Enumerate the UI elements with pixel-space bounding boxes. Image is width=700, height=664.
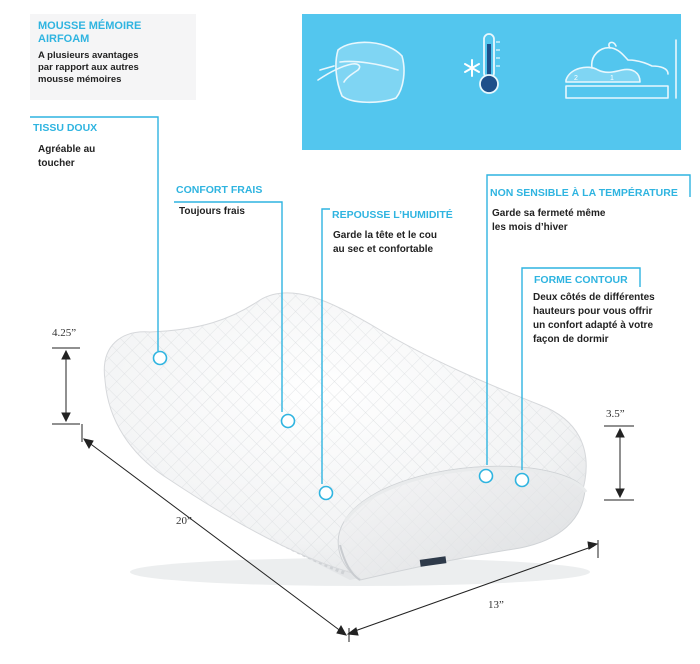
intro-text-line-1: A plusieurs avantages [38, 50, 139, 61]
feature-temperature-line-1: Garde sa fermeté même [492, 208, 606, 219]
intro-title-line-1: MOUSSE MÉMOIRE [38, 20, 142, 32]
feature-temperature-desc: Garde sa fermeté même les mois d’hiver [492, 207, 605, 235]
callout-dot-moisture [318, 485, 334, 501]
intro-text-line-3: mousse mémoires [38, 74, 122, 85]
feature-contour-line-1: Deux côtés de différentes [533, 292, 655, 303]
pillow [103, 292, 590, 586]
dimension-height-low: 3.5” [606, 408, 625, 420]
callout-dot-soft [152, 350, 168, 366]
intro-title-line-2: AIRFOAM [38, 33, 90, 45]
callout-dot-cool [280, 413, 296, 429]
intro-title: MOUSSE MÉMOIRE AIRFOAM [38, 20, 188, 46]
feature-soft-line-2: toucher [38, 158, 75, 169]
feature-cool-desc: Toujours frais [179, 205, 245, 219]
dimension-lines [52, 347, 634, 642]
feature-temperature-label: NON SENSIBLE À LA TEMPÉRATURE [490, 187, 678, 199]
callout-lines [30, 116, 691, 484]
feature-soft-label: TISSU DOUX [33, 122, 98, 134]
intro-box [30, 14, 196, 100]
icon-side-label-1: 1 [610, 75, 614, 82]
callout-line-cool [174, 201, 283, 412]
callout-dot-temperature [478, 468, 494, 484]
callout-dots [152, 350, 530, 501]
hand-on-pillow-icon [317, 41, 405, 104]
feature-contour-desc: Deux côtés de différentes hauteurs pour … [533, 291, 655, 347]
feature-moisture-line-2: au sec et confortable [333, 244, 434, 255]
feature-contour-label: FORME CONTOUR [534, 274, 628, 286]
feature-moisture-line-1: Garde la tête et le cou [333, 230, 437, 241]
snowflake-thermometer-icon [464, 33, 500, 94]
feature-moisture-desc: Garde la tête et le cou au sec et confor… [333, 229, 437, 257]
callout-line-temperature [486, 174, 691, 465]
dimension-width: 13” [488, 599, 504, 611]
callout-line-moisture [321, 208, 330, 484]
intro-text-line-2: par rapport aux autres [38, 62, 139, 73]
feature-cool-line-1: Toujours frais [179, 206, 245, 217]
callout-line-contour [521, 267, 641, 470]
feature-temperature-line-2: les mois d’hiver [492, 222, 568, 233]
feature-moisture-label: REPOUSSE L’HUMIDITÉ [332, 209, 453, 221]
feature-contour-line-4: façon de dormir [533, 334, 609, 345]
callout-line-soft [30, 116, 159, 351]
icon-side-label-2: 2 [574, 75, 578, 82]
head-on-pillow-icon [565, 39, 677, 99]
dimension-length: 20” [176, 515, 192, 527]
feature-soft-line-1: Agréable au [38, 144, 96, 155]
feature-soft-desc: Agréable au toucher [38, 143, 95, 171]
dimension-height-high: 4.25” [52, 327, 77, 339]
feature-contour-line-2: hauteurs pour vous offrir [533, 306, 653, 317]
feature-cool-label: CONFORT FRAIS [176, 184, 263, 196]
intro-text: A plusieurs avantages par rapport aux au… [38, 50, 194, 86]
callout-dot-contour [514, 472, 530, 488]
feature-contour-line-3: un confort adapté à votre [533, 320, 654, 331]
